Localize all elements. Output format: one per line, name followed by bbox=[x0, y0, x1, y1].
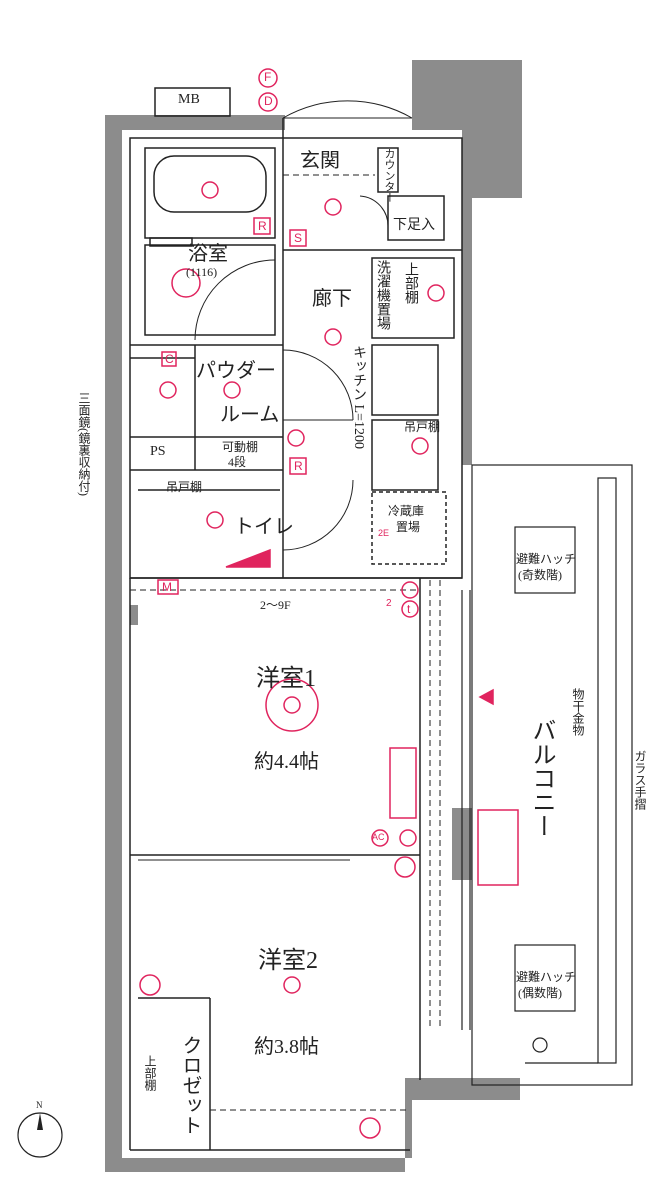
label-hatch-odd-note: (奇数階) bbox=[518, 568, 562, 582]
label-north: N bbox=[36, 1100, 43, 1110]
label-movable-shelf: 可動棚 bbox=[222, 440, 259, 454]
symbol-ac: AC bbox=[372, 832, 385, 842]
symbol-s: S bbox=[294, 231, 303, 245]
label-mb: MB bbox=[178, 92, 200, 107]
label-bath-size: (1116) bbox=[186, 265, 218, 279]
inner-walls bbox=[129, 87, 463, 1151]
label-glass-railing: ガラス手摺 bbox=[633, 750, 647, 810]
dashed bbox=[130, 174, 441, 1111]
symbol-outlet-count: 2 bbox=[386, 598, 392, 609]
label-entrance: 玄関 bbox=[300, 150, 340, 172]
label-shelf-steps: 4段 bbox=[228, 455, 247, 469]
symbol-f: F bbox=[264, 70, 272, 84]
symbol-r-hall: R bbox=[294, 459, 303, 473]
label-room1: 洋室1 bbox=[256, 666, 316, 692]
label-closet-shelf: 上部棚 bbox=[143, 1055, 157, 1091]
label-hanging-shelf: 吊戸棚 bbox=[404, 420, 441, 434]
label-laundry: 洗濯機置場 bbox=[375, 260, 390, 330]
label-hall: 廊下 bbox=[312, 288, 352, 310]
symbol-d: D bbox=[264, 94, 273, 108]
label-upper-shelf: 上部棚 bbox=[403, 262, 418, 304]
label-hatch-even: 避難ハッチ bbox=[516, 970, 577, 984]
walls bbox=[105, 60, 522, 1172]
label-closet: クロゼット bbox=[179, 1035, 201, 1135]
symbol-r-bath: R bbox=[258, 219, 267, 233]
symbol-m: M bbox=[162, 580, 172, 594]
symbol-t: t bbox=[407, 602, 411, 616]
electrical bbox=[139, 68, 519, 1139]
label-kitchen: キッチン L=1200 bbox=[351, 345, 366, 449]
label-room2-size: 約3.8帖 bbox=[254, 1036, 319, 1058]
symbol-c: C bbox=[165, 352, 174, 366]
symbol-outlet-2e: 2E bbox=[378, 528, 390, 538]
label-balcony: バルコニー bbox=[528, 718, 554, 838]
label-powder: パウダー bbox=[196, 360, 276, 382]
label-powder-room: ルーム bbox=[220, 404, 280, 426]
compass bbox=[17, 1112, 63, 1158]
label-room2: 洋室2 bbox=[258, 948, 318, 974]
label-shoe-storage: 下足入 bbox=[393, 218, 435, 233]
label-toilet: トイレ bbox=[234, 516, 294, 538]
label-room1-size: 約4.4帖 bbox=[254, 751, 319, 773]
doors bbox=[138, 100, 413, 861]
label-mirror: 三面鏡(鏡裏収納付) bbox=[77, 392, 91, 496]
label-toilet-shelf: 吊戸棚 bbox=[166, 480, 203, 494]
label-hatch-even-note: (偶数階) bbox=[518, 986, 562, 1000]
label-floors: 2〜9F bbox=[260, 598, 291, 612]
balcony bbox=[461, 464, 633, 1086]
label-fridge: 冷蔵庫 bbox=[388, 504, 425, 518]
label-hatch-odd: 避難ハッチ bbox=[516, 552, 577, 566]
label-counter: カウンター bbox=[383, 148, 395, 203]
label-fridge-place: 置場 bbox=[396, 520, 421, 534]
label-bath: 浴室 bbox=[188, 243, 228, 265]
label-ps: PS bbox=[150, 444, 166, 459]
label-drying-hardware: 物干金物 bbox=[571, 688, 585, 736]
